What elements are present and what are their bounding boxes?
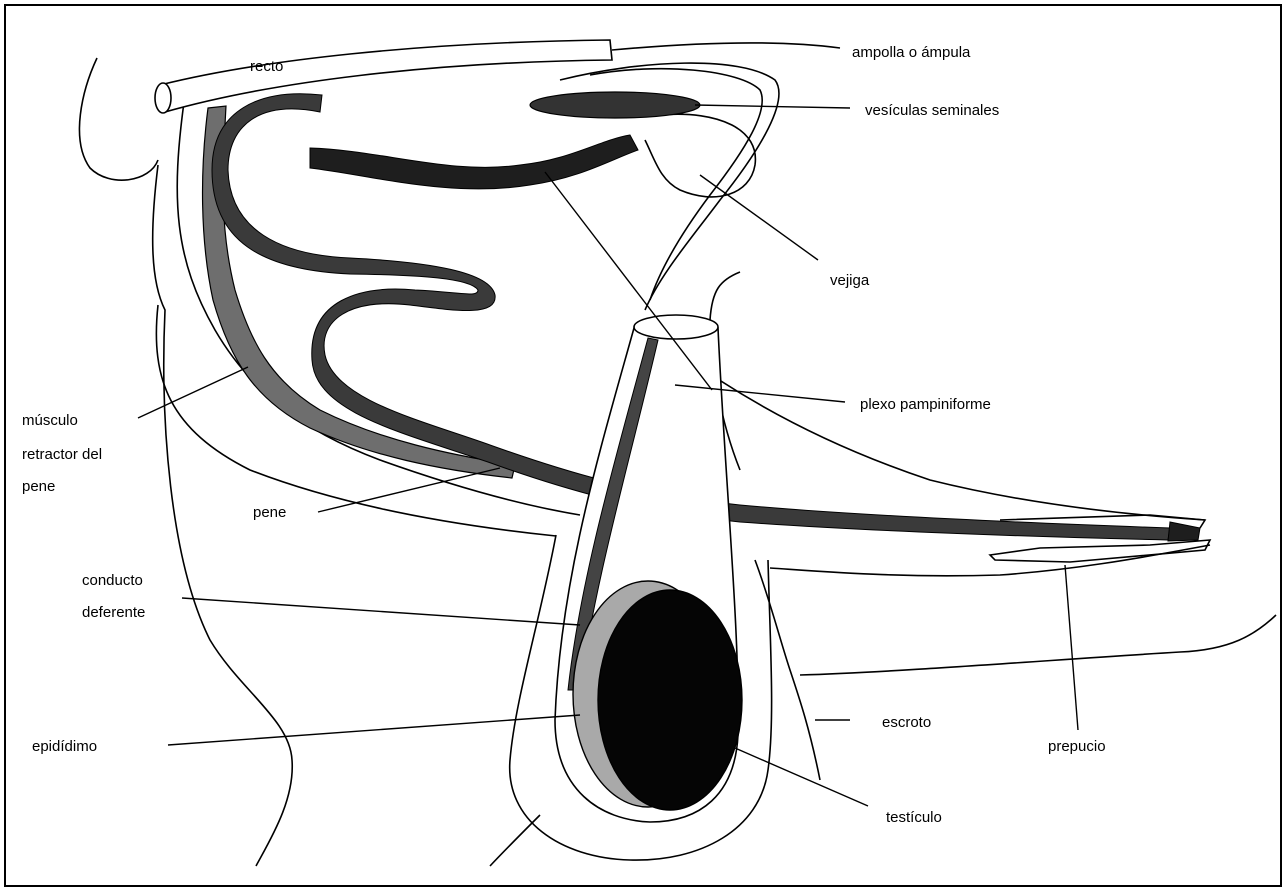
label-pene: pene: [253, 504, 286, 521]
label-epididimo: epidídimo: [32, 738, 97, 755]
label-vejiga: vejiga: [830, 272, 870, 289]
seminal-vesicle: [530, 92, 700, 118]
label-musculo-line2: retractor del: [22, 446, 102, 463]
scrotum-group: [490, 315, 772, 866]
label-ampolla: ampolla o ámpula: [852, 44, 971, 61]
label-plexo: plexo pampiniforme: [860, 396, 991, 413]
leader-prepucio: [1065, 565, 1078, 730]
leader-musculo: [138, 367, 248, 418]
label-conducto-line2: deferente: [82, 604, 145, 621]
inner-flank-outline: [156, 305, 556, 536]
label-escroto: escroto: [882, 714, 931, 731]
label-vesiculas: vesículas seminales: [865, 102, 999, 119]
sheath-upper: [690, 360, 1205, 520]
belly-line-right: [800, 615, 1276, 675]
rectum-opening: [155, 83, 171, 113]
leader-testiculo: [735, 748, 868, 806]
label-testiculo: testículo: [886, 809, 942, 826]
back-outline-left: [79, 58, 158, 180]
penis-sigmoid: [310, 135, 638, 189]
preputial-line: [770, 545, 1210, 576]
leader-epididimo: [168, 715, 580, 745]
label-musculo-line1: músculo: [22, 412, 78, 429]
label-musculo-line3: pene: [22, 478, 55, 495]
leader-vejiga: [700, 175, 818, 260]
sheath-lower: [755, 560, 820, 780]
testicle: [598, 590, 742, 810]
scrotum-skin-left: [490, 815, 540, 866]
penis-tip: [1168, 522, 1200, 541]
label-recto: recto: [250, 58, 283, 75]
label-conducto-line1: conducto: [82, 572, 143, 589]
leader-vesiculas: [695, 105, 850, 108]
label-prepucio: prepucio: [1048, 738, 1106, 755]
cord-opening: [634, 315, 718, 339]
rectum-continuation: [612, 43, 840, 50]
leader-conducto: [182, 598, 580, 625]
